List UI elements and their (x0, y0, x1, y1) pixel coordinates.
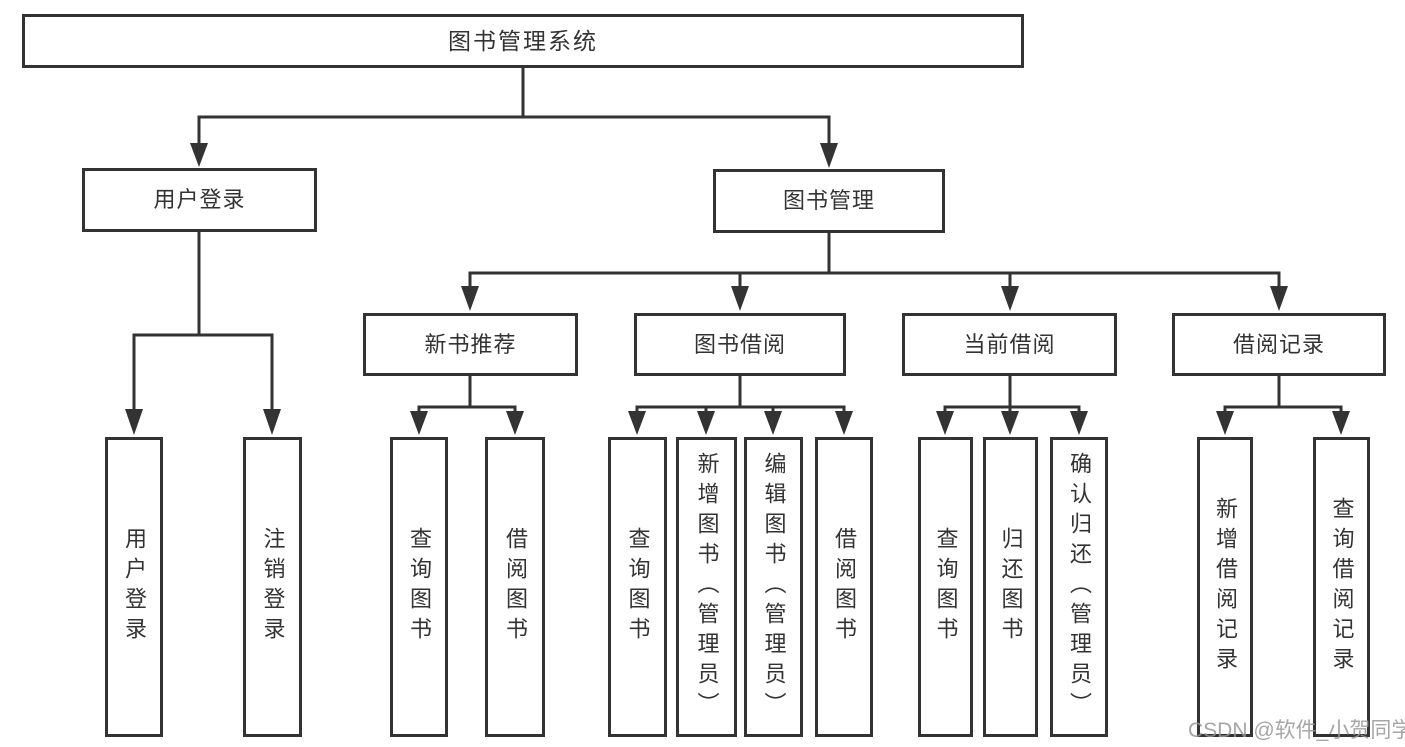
leaf-user-login: 用户登录 (105, 437, 163, 737)
leaf-add-borrow-record: 新增借阅记录 (1197, 437, 1253, 737)
arrowhead (410, 411, 428, 435)
connector-stems (132, 68, 1343, 413)
connector-user-login-branch (132, 232, 274, 411)
node-user-login: 用户登录 (82, 168, 317, 232)
arrowhead (263, 409, 281, 435)
arrowhead (731, 286, 749, 311)
arrowhead (190, 143, 208, 167)
leaf-query-books-borrow: 查询图书 (608, 437, 667, 737)
leaf-label: 查询图书 (407, 527, 432, 647)
arrowhead (936, 411, 954, 435)
connector-new-book-branch (417, 376, 517, 413)
connector-book-borrow-branch (635, 376, 846, 413)
connector-root-to-level2 (197, 68, 831, 145)
leaf-label: 查询图书 (933, 527, 959, 647)
arrowhead (1216, 411, 1234, 435)
leaf-borrow-books: 借阅图书 (815, 437, 873, 737)
arrowhead (1332, 411, 1350, 435)
arrowhead (461, 286, 479, 311)
leaf-add-books-admin: 新增图书（管理员） (676, 437, 737, 737)
arrowheads (125, 143, 1350, 435)
leaf-query-books-current: 查询图书 (918, 437, 973, 737)
arrowhead (506, 411, 524, 435)
leaf-label: 新增图书（管理员） (694, 452, 720, 722)
leaf-confirm-return-admin: 确认归还（管理员） (1050, 437, 1108, 737)
arrowhead (1270, 286, 1288, 311)
leaf-label: 查询借阅记录 (1329, 497, 1355, 677)
leaf-label: 确认归还（管理员） (1067, 452, 1092, 722)
leaf-logout: 注销登录 (243, 437, 302, 737)
connector-records-branch (1223, 376, 1343, 413)
arrowhead (764, 411, 782, 435)
arrowhead (628, 411, 646, 435)
leaf-label: 编辑图书（管理员） (761, 452, 787, 722)
leaf-label: 借阅图书 (832, 527, 857, 647)
node-root-library-system: 图书管理系统 (22, 14, 1024, 68)
arrowhead (820, 143, 838, 168)
node-current-borrow: 当前借阅 (902, 313, 1117, 376)
arrowhead (1001, 411, 1019, 435)
arrowhead (697, 411, 715, 435)
leaf-borrow-books-recommend: 借阅图书 (485, 437, 545, 737)
leaf-return-books: 归还图书 (983, 437, 1038, 737)
leaf-label: 查询图书 (625, 527, 651, 647)
leaf-label: 注销登录 (260, 527, 286, 647)
leaf-edit-books-admin: 编辑图书（管理员） (744, 437, 803, 737)
leaf-label: 归还图书 (998, 527, 1024, 647)
leaf-label: 用户登录 (122, 527, 147, 647)
connector-book-mgmt-branch (468, 233, 1281, 288)
node-book-borrow: 图书借阅 (634, 313, 846, 376)
arrowhead (835, 411, 853, 435)
arrowhead (125, 409, 143, 435)
csdn-watermark: CSDN @软件_小贺同学 (1188, 719, 1405, 742)
leaf-query-books-recommend: 查询图书 (390, 437, 448, 737)
leaf-label: 新增借阅记录 (1213, 497, 1238, 677)
node-book-management: 图书管理 (713, 169, 945, 233)
arrowhead (1001, 286, 1019, 311)
leaf-query-borrow-record: 查询借阅记录 (1313, 437, 1370, 737)
leaf-label: 借阅图书 (503, 527, 528, 647)
connector-current-borrow-branch (943, 376, 1081, 413)
arrowhead (1070, 411, 1088, 435)
node-borrow-records: 借阅记录 (1172, 313, 1386, 376)
node-new-book-recommend: 新书推荐 (363, 313, 578, 376)
